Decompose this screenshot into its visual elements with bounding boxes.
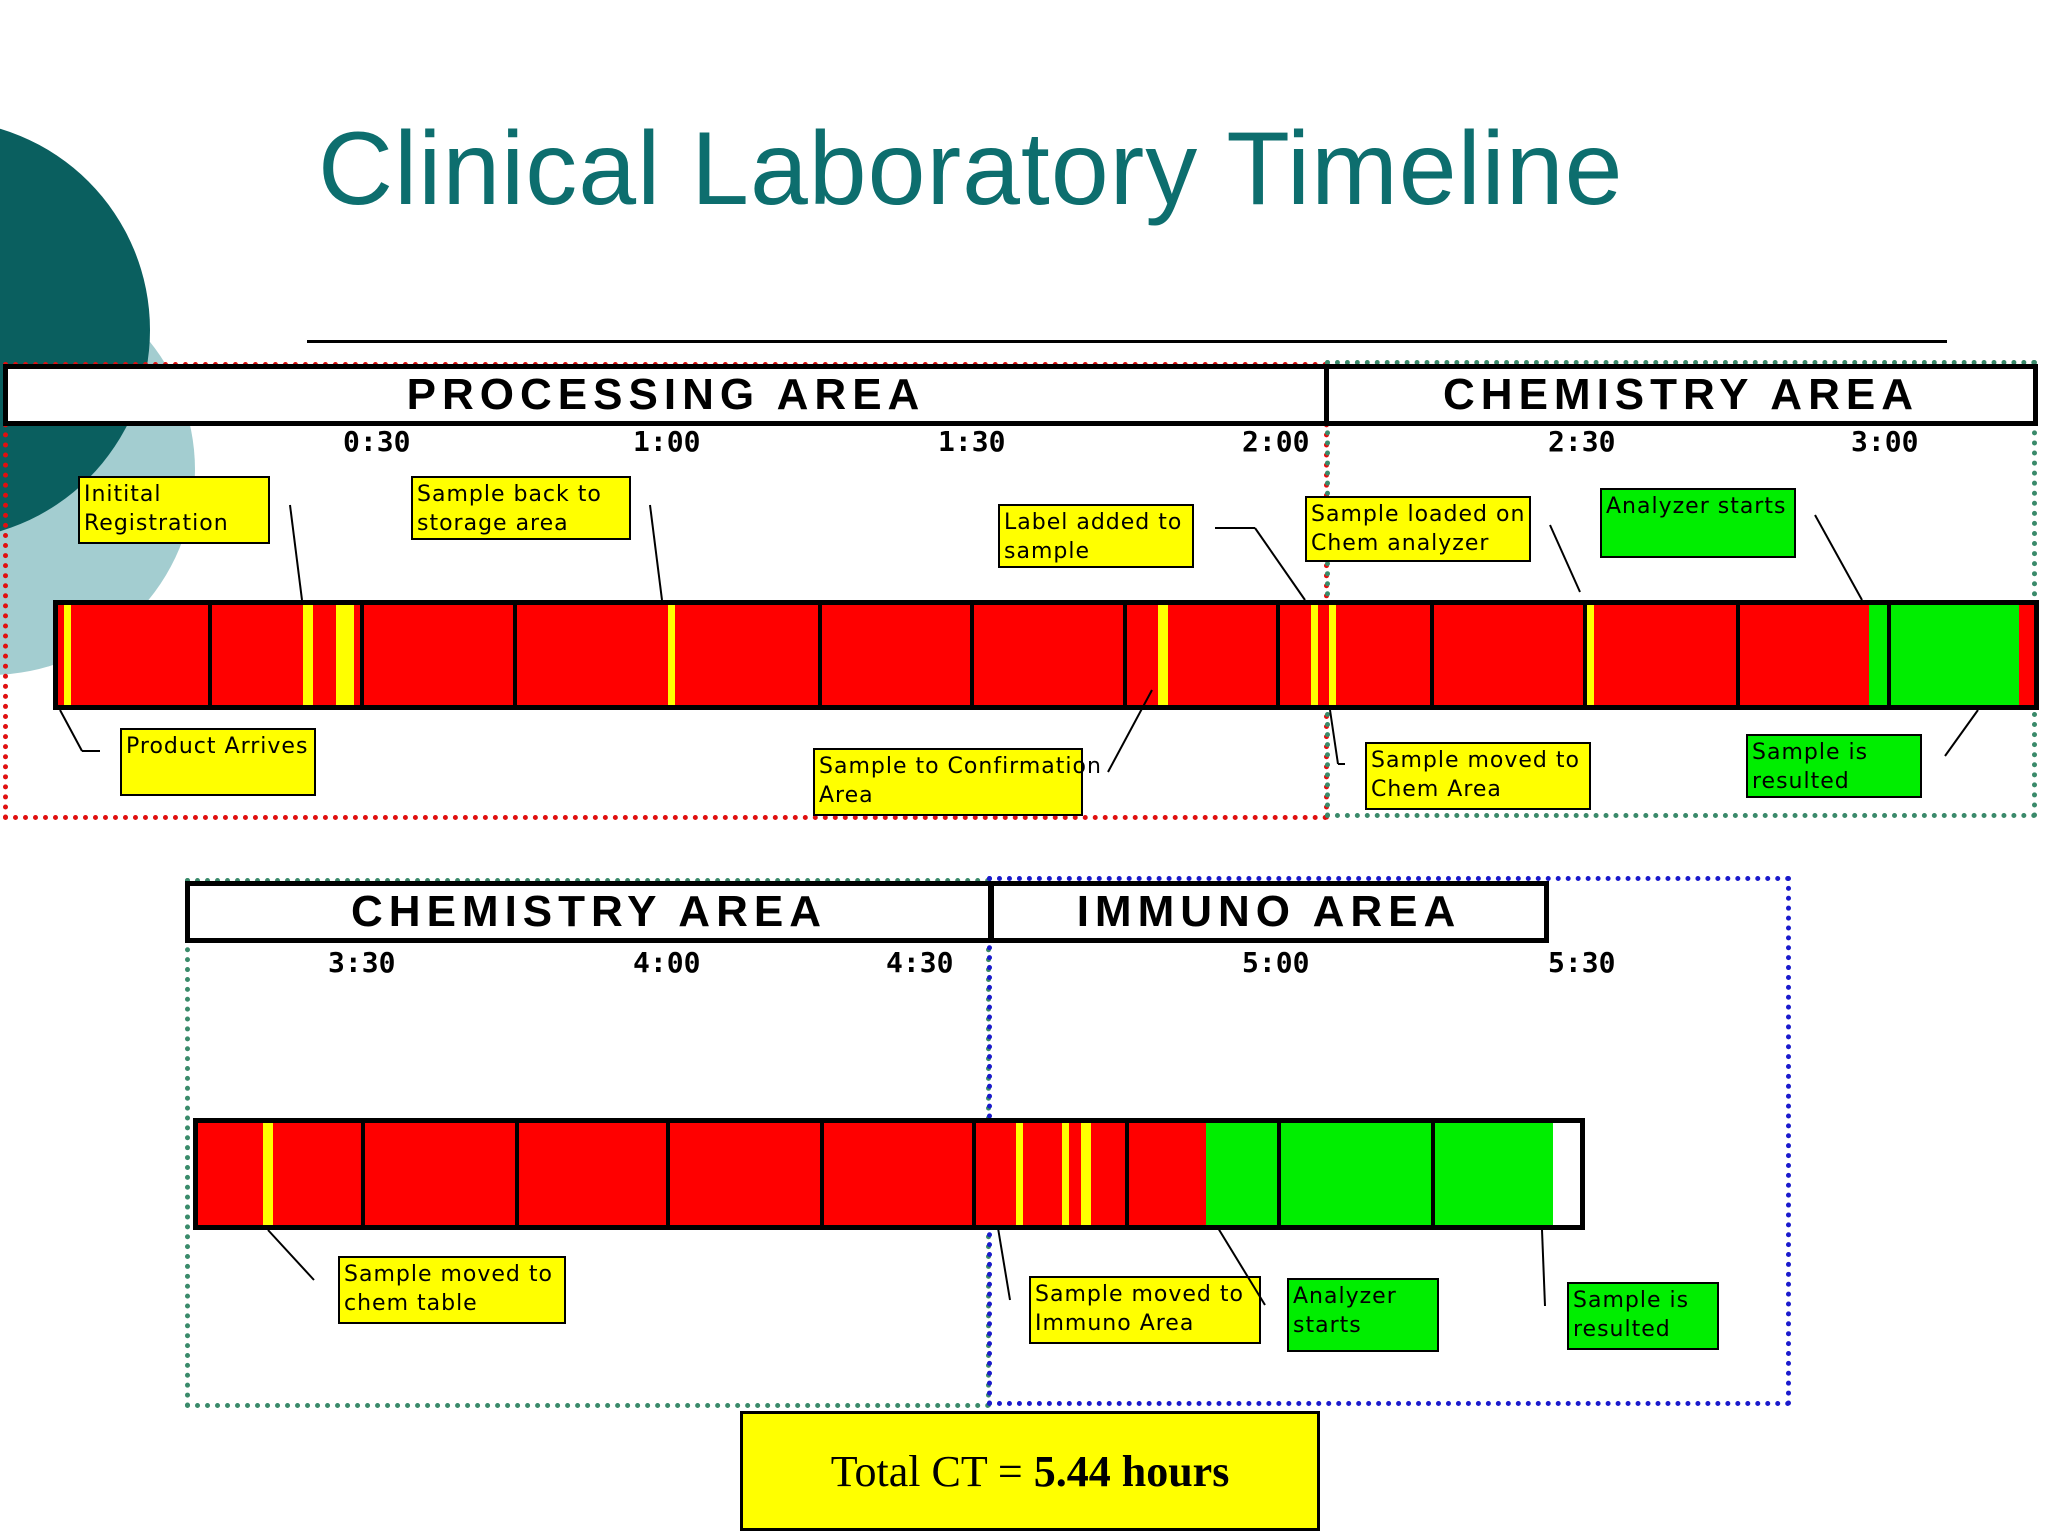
time-divider — [208, 605, 212, 705]
analyzer-segment — [1206, 1123, 1558, 1225]
callout-sample-moved-chem: Sample moved to Chem Area — [1365, 742, 1591, 810]
chemistry-area-header: CHEMISTRY AREA — [1324, 364, 2038, 426]
processing-area-header: PROCESSING AREA — [3, 364, 1329, 426]
callout-line: Product Arrives — [126, 734, 309, 759]
time-divider — [1431, 1123, 1435, 1225]
time-divider — [1430, 605, 1434, 705]
time-divider — [1276, 605, 1280, 705]
callout-line: Sample is resulted — [1573, 1288, 1690, 1342]
time-divider — [1123, 605, 1127, 705]
callout-line: Sample to Confirmation Area — [819, 754, 1102, 808]
total-cycle-time-box: Total CT = 5.44 hours — [740, 1411, 1320, 1531]
total-label: Total CT = — [830, 1446, 1034, 1496]
callout-sample-moved-chem-table: Sample moved to chem table — [338, 1256, 566, 1324]
chemistry-area-header-row2: CHEMISTRY AREA — [185, 881, 993, 943]
time-divider — [361, 1123, 365, 1225]
time-divider — [972, 1123, 976, 1225]
tick-label: 1:00 — [633, 425, 701, 458]
chemistry-area-border-row1 — [1325, 360, 2037, 818]
time-divider — [818, 605, 822, 705]
tick-label: 5:00 — [1242, 946, 1310, 979]
event-marker — [1158, 605, 1168, 705]
dark-circle-decoration — [0, 128, 150, 532]
time-divider — [1887, 605, 1891, 705]
callout-line: Sample moved to Immuno Area — [1035, 1282, 1244, 1336]
callout-line: Initital Registration — [84, 482, 229, 536]
tick-label: 4:30 — [886, 946, 954, 979]
callout-line: Analyzer starts — [1606, 494, 1787, 519]
event-marker — [1329, 605, 1336, 705]
title-divider — [307, 340, 1947, 343]
callout-analyzer-starts: Analyzer starts — [1600, 488, 1796, 558]
event-marker — [64, 605, 71, 705]
total-value: 5.44 hours — [1033, 1446, 1230, 1496]
immuno-area-header: IMMUNO AREA — [989, 881, 1549, 943]
callout-sample-resulted-row2: Sample is resulted — [1567, 1282, 1719, 1350]
callout-label-added: Label added to sample — [998, 504, 1194, 568]
tick-label: 3:00 — [1851, 425, 1919, 458]
callout-sample-resulted: Sample is resulted — [1746, 734, 1922, 798]
analyzer-segment — [1869, 605, 2019, 705]
time-divider — [1277, 1123, 1281, 1225]
callout-sample-moved-immuno: Sample moved to Immuno Area — [1029, 1276, 1261, 1344]
callout-line: Sample moved to chem table — [344, 1262, 553, 1316]
page-title: Clinical Laboratory Timeline — [318, 111, 1624, 227]
tick-label: 4:00 — [633, 946, 701, 979]
time-divider — [1736, 605, 1740, 705]
time-divider — [513, 605, 517, 705]
time-divider — [1125, 1123, 1129, 1225]
callout-product-arrives: Product Arrives — [120, 728, 316, 796]
time-divider — [820, 1123, 824, 1225]
tick-label: 1:30 — [938, 425, 1006, 458]
event-marker — [1016, 1123, 1023, 1225]
event-marker — [1311, 605, 1318, 705]
time-divider — [970, 605, 974, 705]
tick-label: 0:30 — [343, 425, 411, 458]
callout-line: Analyzer starts — [1293, 1284, 1397, 1338]
event-marker — [303, 605, 313, 705]
callout-analyzer-starts-row2: Analyzer starts — [1287, 1278, 1439, 1352]
tick-label: 3:30 — [328, 946, 396, 979]
timeline-bar-row2 — [193, 1118, 1585, 1230]
callout-line: Label added to sample — [1004, 510, 1183, 564]
tick-label: 2:00 — [1242, 425, 1310, 458]
tick-label: 5:30 — [1548, 946, 1616, 979]
time-divider — [1583, 605, 1587, 705]
event-marker — [336, 605, 354, 705]
callout-line: Sample loaded on Chem analyzer — [1311, 502, 1526, 556]
timeline-bar-row1 — [53, 600, 2039, 710]
event-marker — [1062, 1123, 1069, 1225]
time-divider — [360, 605, 364, 705]
event-marker — [1081, 1123, 1091, 1225]
time-divider — [515, 1123, 519, 1225]
event-marker — [263, 1123, 273, 1225]
time-divider — [666, 1123, 670, 1225]
callout-initial-registration: Initital Registration — [78, 476, 270, 544]
callout-line: Sample back to storage area — [417, 482, 602, 536]
tick-label: 2:30 — [1548, 425, 1616, 458]
unfilled-segment — [1553, 1123, 1580, 1225]
callout-sample-back-storage: Sample back to storage area — [411, 476, 631, 540]
callout-sample-confirmation: Sample to Confirmation Area — [813, 748, 1101, 816]
event-marker — [1587, 605, 1594, 705]
event-marker — [668, 605, 675, 705]
callout-line: Sample is resulted — [1752, 740, 1869, 794]
callout-line: Sample moved to Chem Area — [1371, 748, 1580, 802]
callout-sample-loaded: Sample loaded on Chem analyzer — [1305, 496, 1531, 562]
